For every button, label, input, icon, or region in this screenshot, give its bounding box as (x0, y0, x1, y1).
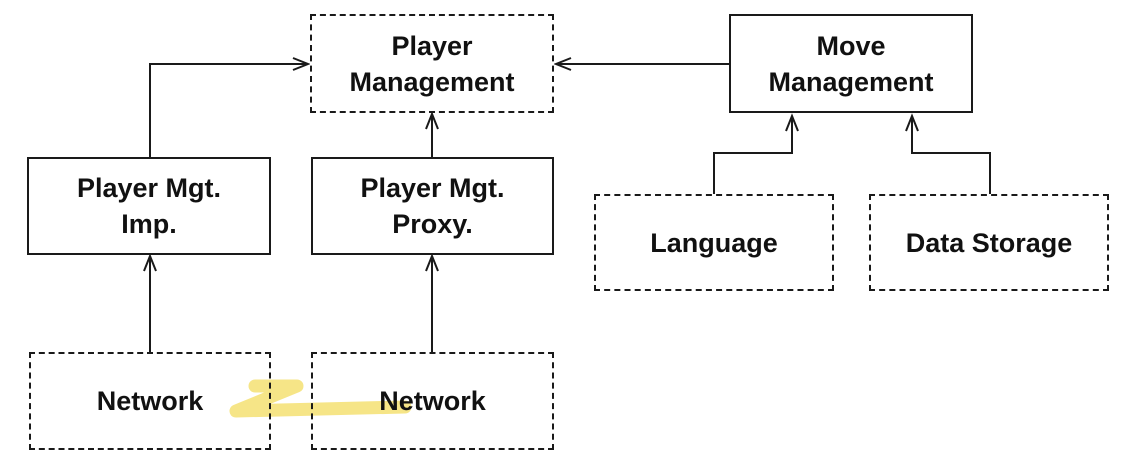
network-left-label: Network (96, 386, 204, 416)
player-mgt-imp-line2: Imp. (121, 209, 177, 239)
player-mgt-proxy-line2: Proxy. (392, 209, 473, 239)
network-right-node: Network (311, 352, 554, 450)
data-storage-node: Data Storage (869, 194, 1109, 291)
language-label: Language (650, 227, 778, 258)
move-management-node: Move Management (729, 14, 973, 113)
language-node: Language (594, 194, 834, 291)
player-management-node: Player Management (310, 14, 554, 113)
edge-imp-to-player-management (149, 57, 311, 157)
edge-datastorage-to-move-management (905, 113, 991, 194)
move-management-line2: Management (768, 66, 934, 97)
player-mgt-imp-line1: Player Mgt. (76, 173, 222, 203)
data-storage-label: Data Storage (905, 227, 1073, 258)
network-left-node: Network (29, 352, 271, 450)
edge-language-to-move-management (713, 113, 799, 194)
network-right-label: Network (379, 386, 486, 416)
player-mgt-proxy-line1: Player Mgt. (360, 173, 505, 203)
player-mgt-imp-node: Player Mgt. Imp. (27, 157, 271, 255)
player-mgt-proxy-node: Player Mgt. Proxy. (311, 157, 554, 255)
player-management-line2: Management (349, 66, 515, 97)
player-management-line1: Player (391, 30, 473, 61)
network-link-highlight (229, 379, 412, 418)
move-management-line1: Move (816, 30, 886, 61)
